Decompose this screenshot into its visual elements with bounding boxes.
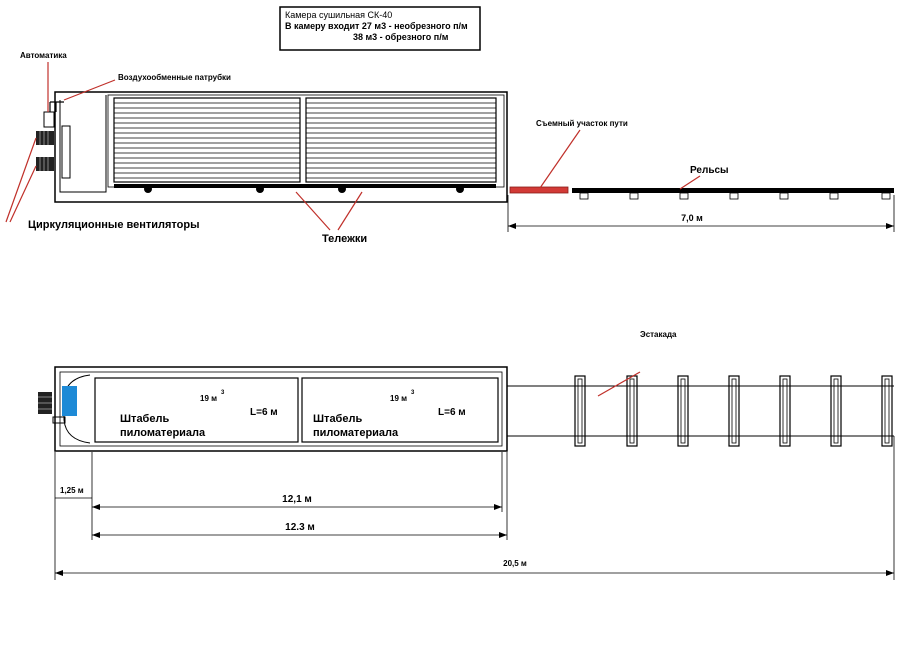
dim-stack-label: 12.3 м xyxy=(285,522,315,533)
title-line-1: Камера сушильная СК-40 xyxy=(285,10,392,20)
fan-motor-1 xyxy=(36,131,54,145)
wheel xyxy=(144,185,152,193)
leader-overpass xyxy=(597,371,641,397)
wheel xyxy=(338,185,346,193)
removable-track-section xyxy=(509,186,569,194)
stack-side-2-frame xyxy=(305,97,497,183)
fan-motor-2 xyxy=(36,157,54,171)
dim-inner-label: 12,1 м xyxy=(282,494,312,505)
rail-sleeper xyxy=(629,192,639,200)
overpass-tie-inner xyxy=(577,378,583,444)
stack-1-length: L=6 м xyxy=(250,407,278,418)
overpass-tie-inner xyxy=(884,378,890,444)
stack-1-volume: 19 м xyxy=(200,394,217,403)
automation-plan-icon xyxy=(52,416,66,424)
fan-compartment xyxy=(59,95,107,193)
wheel xyxy=(256,185,264,193)
label-rails: Рельсы xyxy=(690,165,729,176)
overpass-tie-inner xyxy=(782,378,788,444)
dim-fan-zone-label: 1,25 м xyxy=(60,486,84,495)
fan-motor-icon xyxy=(36,131,54,171)
chamber-side-outer xyxy=(54,91,508,203)
cart-platform xyxy=(114,184,496,188)
overpass-tie xyxy=(830,375,842,447)
overpass-tie xyxy=(881,375,893,447)
rail-sleepers xyxy=(579,192,891,200)
label-automation: Автоматика xyxy=(20,51,67,60)
stack-plan-2 xyxy=(301,377,499,443)
label-air-pipes: Воздухообменные патрубки xyxy=(118,73,231,82)
dim-track-label: 7,0 м xyxy=(681,213,703,223)
dim-track: 7,0 м xyxy=(507,195,895,232)
overpass-tie xyxy=(574,375,586,447)
automation-box xyxy=(43,111,55,128)
stack-2-volume: 19 м xyxy=(390,394,407,403)
stack-2-name-1: Штабель xyxy=(313,413,362,425)
leader-carts-1 xyxy=(295,191,331,231)
fan-blue-icon xyxy=(62,386,77,416)
side-annotations: Автоматика Воздухообменные патрубки Съем… xyxy=(5,51,729,245)
leader-fans-2 xyxy=(9,165,37,223)
overpass-tie-inner xyxy=(629,378,635,444)
leader-removable-track xyxy=(539,129,581,189)
overpass-tie-inner xyxy=(731,378,737,444)
title-box-frame xyxy=(279,6,481,51)
chamber-plan-inner xyxy=(59,371,503,447)
leader-air-pipes xyxy=(63,79,116,101)
stack-2-volume-sup: 3 xyxy=(411,390,415,396)
rail-sleeper xyxy=(829,192,839,200)
title-line-3: 38 м3 - обрезного п/м xyxy=(353,32,449,42)
stack-plan-1 xyxy=(94,377,299,443)
label-overpass: Эстакада xyxy=(640,330,677,339)
plan-view: 19 м 3 L=6 м Штабель пиломатериала 19 м … xyxy=(38,330,894,452)
label-removable-track: Съемный участок пути xyxy=(536,119,628,128)
overpass-ties xyxy=(574,375,893,447)
wheel xyxy=(456,185,464,193)
stack-2-length: L=6 м xyxy=(438,407,466,418)
overpass-tie-inner xyxy=(833,378,839,444)
leader-carts-2 xyxy=(337,191,363,231)
stack-1-volume-sup: 3 xyxy=(221,390,225,396)
overpass-tie xyxy=(677,375,689,447)
stack-side-1-frame xyxy=(113,97,301,183)
plan-dimensions: 1,25 м 12,1 м 12.3 м 20,5 м xyxy=(54,436,895,580)
side-view: 7,0 м xyxy=(36,91,895,232)
stack-1-name-2: пиломатериала xyxy=(120,427,206,439)
label-carts: Тележки xyxy=(322,233,367,245)
leader-rails xyxy=(679,175,701,190)
rail-sleeper xyxy=(779,192,789,200)
label-fans: Циркуляционные вентиляторы xyxy=(28,219,200,231)
rail-sleeper xyxy=(679,192,689,200)
stack-side-1 xyxy=(113,97,301,183)
stack-1-name-1: Штабель xyxy=(120,413,169,425)
title-line-2: В камеру входит 27 м3 - необрезного п/м xyxy=(285,21,468,31)
leader-fans-1 xyxy=(5,137,37,223)
overpass-tie xyxy=(728,375,740,447)
rails xyxy=(572,188,894,193)
dim-total-label: 20,5 м xyxy=(503,559,527,568)
fan-panel xyxy=(61,125,71,179)
rail-sleeper xyxy=(579,192,589,200)
cart-wheels xyxy=(144,185,464,193)
air-pipe-icon xyxy=(49,101,64,112)
chamber-plan-outer xyxy=(54,366,508,452)
overpass-tie-inner xyxy=(680,378,686,444)
overpass-tie xyxy=(779,375,791,447)
rail-sleeper xyxy=(729,192,739,200)
rail-sleeper xyxy=(881,192,891,200)
stack-side-2 xyxy=(305,97,497,183)
stack-2-name-2: пиломатериала xyxy=(313,427,399,439)
title-box: Камера сушильная СК-40 В камеру входит 2… xyxy=(279,6,481,51)
